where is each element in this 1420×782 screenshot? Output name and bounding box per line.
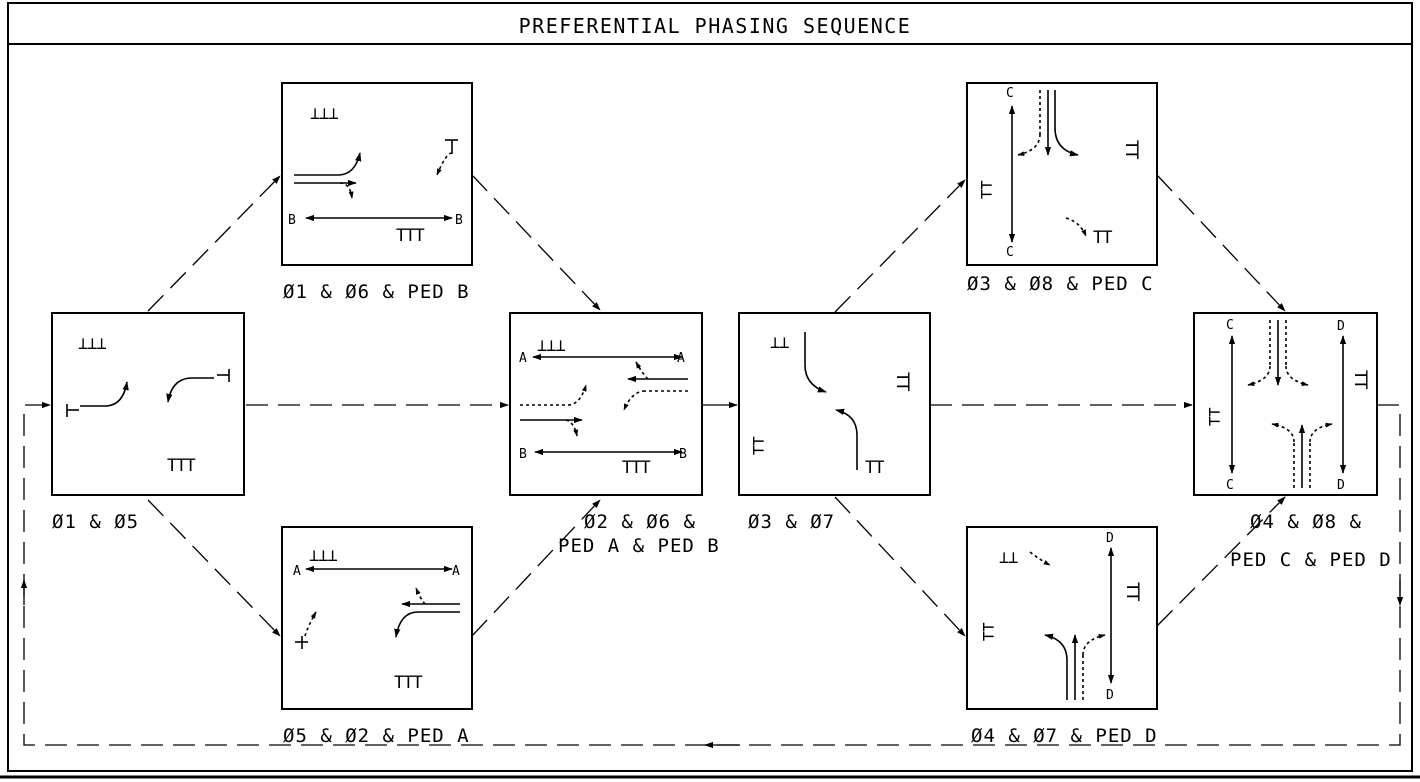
signal-heads-up: TTT — [396, 226, 424, 246]
ped-label-c-top: C — [1226, 318, 1234, 333]
caption-p37: Ø3 & Ø7 — [748, 511, 835, 533]
signal-heads-up: TTT — [622, 458, 650, 478]
ped-label-c-bottom: C — [1226, 478, 1234, 493]
diagram-title: PREFERENTIAL PHASING SEQUENCE — [519, 14, 912, 38]
signal-heads-down: ⊥⊥⊥ — [310, 104, 338, 124]
ped-label-c-bottom: C — [1006, 245, 1014, 260]
caption-p52a: Ø5 & Ø2 & PED A — [283, 725, 470, 747]
signal-heads-down: ⊥⊥⊥ — [537, 336, 565, 356]
return-loop-arrows — [20, 579, 1404, 749]
signal-heads-up: TTT — [394, 673, 422, 693]
signal-heads-down: ⊥⊥ — [770, 333, 789, 353]
phase-panel-p26ab: ⊥⊥⊥ A A B B TTT Ø2 & Ø6 & PED A & PED B — [509, 312, 720, 557]
caption-p26ab-line2: PED A & PED B — [558, 535, 720, 557]
signal-heads-up: TTT — [167, 456, 195, 476]
caption-p48cd-line2: PED C & PED D — [1230, 549, 1392, 571]
caption-p16b: Ø1 & Ø6 & PED B — [283, 281, 470, 303]
flow-p52a-to-p26ab — [471, 499, 601, 637]
phase-panel-p48cd: ⊥⊥ TT C C D D Ø4 & Ø8 & PED C & PED D — [1193, 312, 1392, 571]
ped-label-a-right: A — [452, 564, 460, 579]
flow-p16b-to-p26ab — [471, 174, 601, 311]
flow-p15-to-p52a — [147, 499, 281, 637]
outer-frame — [7, 2, 1413, 772]
ped-label-a-right: A — [677, 351, 685, 366]
ped-label-d-top: D — [1337, 319, 1345, 334]
flow-return-loop — [23, 401, 1401, 746]
phase-panel-p15: ⊥⊥⊥ TTT Ø1 & Ø5 — [51, 312, 245, 533]
caption-p26ab-line1: Ø2 & Ø6 & — [584, 511, 696, 533]
signal-heads-up: TT — [1093, 228, 1112, 248]
phase-panel-p47d: ⊥⊥ ⊥⊥ TT D D Ø4 & Ø7 & PED D — [966, 526, 1158, 747]
signal-heads-right: TT — [1350, 370, 1370, 389]
ped-label-d-top: D — [1106, 531, 1114, 546]
signal-heads-right: TT — [1122, 582, 1142, 601]
caption-p48cd-line1: Ø4 & Ø8 & — [1250, 511, 1362, 533]
flow-p37-to-p47d — [834, 496, 966, 637]
phase-panel-p37: ⊥⊥ TT ⊥⊥ TT Ø3 & Ø7 — [738, 312, 931, 533]
signal-heads-down: ⊥⊥ — [999, 548, 1018, 568]
signal-heads-down: ⊥⊥⊥ — [78, 334, 106, 354]
ped-label-b-left: B — [288, 213, 296, 228]
ped-label-b-right: B — [679, 447, 687, 462]
caption-p38c: Ø3 & Ø8 & PED C — [967, 273, 1154, 295]
flow-p15-to-p16b — [147, 175, 281, 312]
caption-p47d: Ø4 & Ø7 & PED D — [971, 725, 1158, 747]
ped-label-a-left: A — [293, 564, 301, 579]
ped-label-d-bottom: D — [1106, 688, 1114, 703]
phase-panel-p52a: ⊥⊥⊥ A A TTT Ø5 & Ø2 & PED A — [281, 526, 473, 747]
ped-label-b-right: B — [455, 213, 463, 228]
ped-label-a-left: A — [519, 351, 527, 366]
ped-label-b-left: B — [519, 447, 527, 462]
caption-p15: Ø1 & Ø5 — [52, 511, 139, 533]
flow-connectors — [23, 174, 1401, 746]
phase-panel-p16b: ⊥⊥⊥ B B TTT Ø1 & Ø6 & PED B — [281, 82, 473, 303]
phase-panel-p38c: ⊥⊥ TT TT C C Ø3 & Ø8 & PED C — [966, 82, 1158, 295]
flow-p37-to-p38c — [834, 179, 966, 313]
ped-label-d-bottom: D — [1337, 478, 1345, 493]
flow-p38c-to-p48cd — [1156, 174, 1286, 312]
signal-heads-left: ⊥⊥ — [748, 436, 768, 455]
signal-heads-left: ⊥⊥ — [976, 180, 996, 199]
signal-heads-down: ⊥⊥⊥ — [309, 546, 337, 566]
signal-heads-up: TT — [865, 458, 884, 478]
signal-heads-right: TT — [892, 372, 912, 391]
signal-heads-left: ⊥⊥ — [978, 622, 998, 641]
signal-heads-left: ⊥⊥ — [1204, 407, 1224, 426]
ped-label-c-top: C — [1006, 86, 1014, 101]
signal-heads-right: TT — [1121, 140, 1141, 159]
